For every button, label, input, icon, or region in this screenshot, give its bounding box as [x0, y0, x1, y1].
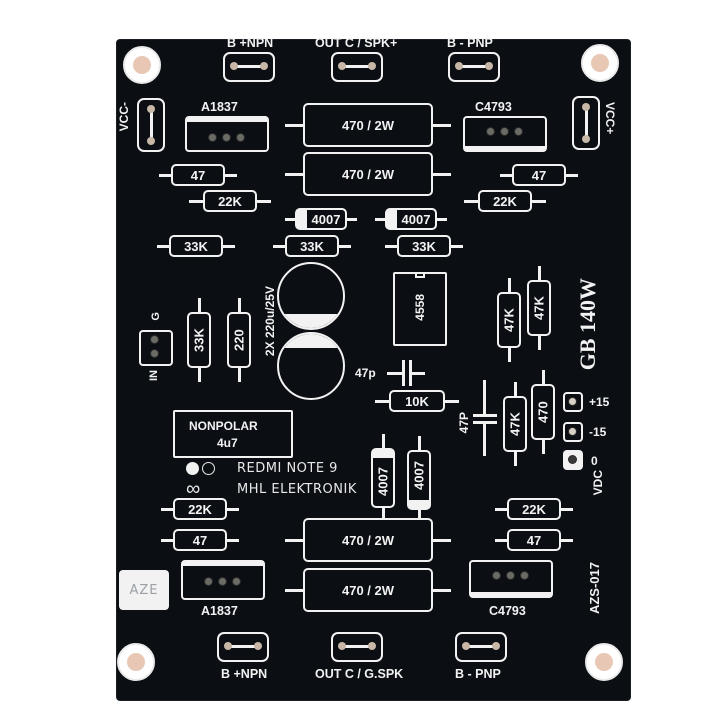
- power-resistor-bottom-1: 470 / 2W: [303, 518, 433, 562]
- nonpolar-label-2: 4u7: [217, 436, 238, 450]
- transistor-a1837-top: [185, 116, 269, 152]
- header-label-vdc: VDC: [591, 470, 605, 496]
- top-connector-label-out: OUT C / SPK+: [315, 36, 398, 50]
- electrolytic-cap-1: [277, 262, 345, 330]
- transistor-label-a1837-top: A1837: [201, 100, 238, 114]
- bottom-connector-label-out: OUT C / G.SPK: [315, 667, 404, 681]
- cap-47p-a-label: 47p: [355, 366, 376, 380]
- watermark-infinity-icon: ∞: [186, 478, 201, 500]
- mounting-hole-bottom-right: [585, 643, 623, 681]
- power-resistor-top-1: 470 / 2W: [303, 103, 433, 147]
- mounting-hole-bottom-left: [117, 643, 155, 681]
- nonpolar-capacitor: [173, 410, 293, 458]
- cap-47p-a: [387, 360, 427, 386]
- resistor-22k-bottom-right: 22K: [507, 498, 561, 520]
- header-label-plus15: +15: [589, 395, 610, 409]
- bottom-connector-label-b-pnp: B - PNP: [455, 667, 501, 681]
- resistor-33k-right: 33K: [397, 235, 451, 257]
- header-label-zero: 0: [591, 454, 598, 468]
- bottom-jumper-b-pnp[interactable]: [455, 632, 507, 662]
- input-label-g: G: [150, 312, 162, 321]
- top-jumper-b-pnp[interactable]: [448, 52, 500, 82]
- resistor-47k-b: 47K: [527, 280, 551, 336]
- vcc-minus-jumper[interactable]: [137, 98, 165, 152]
- diode-4007-vertical-1: 4007: [371, 448, 395, 508]
- transistor-c4793-top: [463, 116, 547, 152]
- resistor-47-top-left: 47: [171, 164, 225, 186]
- ic-4558: [393, 272, 447, 346]
- resistor-22k-bottom-left: 22K: [173, 498, 227, 520]
- resistor-220: 220: [227, 312, 251, 368]
- electrolytic-cap-label: 2X 220u/25V: [263, 286, 277, 357]
- resistor-33k-input: 33K: [187, 312, 211, 368]
- aze-logo: AZE: [119, 570, 169, 610]
- transistor-label-c4793-bottom: C4793: [489, 604, 526, 618]
- input-label-in: IN: [148, 370, 160, 381]
- mounting-hole-top-right: [581, 44, 619, 82]
- top-connector-label-b-pnp: B - PNP: [447, 36, 493, 50]
- transistor-a1837-bottom: [181, 560, 265, 600]
- resistor-47k-a: 47K: [497, 292, 521, 348]
- power-resistor-bottom-2: 470 / 2W: [303, 568, 433, 612]
- watermark-camera-icon: [186, 462, 220, 478]
- watermark-line-1: REDMI NOTE 9: [237, 461, 338, 476]
- transistor-c4793-bottom: [469, 560, 553, 598]
- pcb-board: B +NPN OUT C / SPK+ B - PNP VCC- VCC+ A1…: [117, 36, 630, 700]
- header-pin-minus15[interactable]: [563, 422, 583, 442]
- resistor-10k: 10K: [389, 390, 445, 412]
- input-connector[interactable]: [139, 330, 173, 366]
- top-jumper-b-npn[interactable]: [223, 52, 275, 82]
- resistor-33k-left: 33K: [169, 235, 223, 257]
- header-label-minus15: -15: [589, 425, 607, 439]
- resistor-47k-c: 47K: [503, 396, 527, 452]
- transistor-label-a1837-bottom: A1837: [201, 604, 238, 618]
- diode-4007-top-right: 4007: [385, 208, 437, 230]
- resistor-47-bottom-left: 47: [173, 529, 227, 551]
- vcc-plus-jumper[interactable]: [572, 96, 600, 150]
- resistor-22k-top-left: 22K: [203, 190, 257, 212]
- transistor-label-c4793-top: C4793: [475, 100, 512, 114]
- top-jumper-out[interactable]: [331, 52, 383, 82]
- board-model: AZS-017: [587, 562, 602, 615]
- resistor-470: 470: [531, 384, 555, 440]
- resistor-33k-mid: 33K: [285, 235, 339, 257]
- vcc-minus-label: VCC-: [117, 102, 131, 132]
- resistor-47-bottom-right: 47: [507, 529, 561, 551]
- cap-47p-b: [473, 380, 499, 456]
- vcc-plus-label: VCC+: [603, 102, 617, 135]
- cap-47p-b-label: 47P: [457, 412, 471, 434]
- header-pin-plus15[interactable]: [563, 392, 583, 412]
- power-resistor-top-2: 470 / 2W: [303, 152, 433, 196]
- watermark-line-2: MHL ELEKTRONIK: [237, 482, 357, 497]
- bottom-jumper-out[interactable]: [331, 632, 383, 662]
- resistor-47-top-right: 47: [512, 164, 566, 186]
- diode-4007-top-left: 4007: [295, 208, 347, 230]
- header-pin-zero[interactable]: [563, 450, 583, 470]
- diode-4007-vertical-2: 4007: [407, 450, 431, 510]
- board-title: GB 140W: [575, 278, 600, 371]
- resistor-22k-top-right: 22K: [478, 190, 532, 212]
- ic-label: 4558: [413, 294, 427, 321]
- bottom-connector-label-b-npn: B +NPN: [221, 667, 268, 681]
- mounting-hole-top-left: [123, 46, 161, 84]
- nonpolar-label-1: NONPOLAR: [189, 419, 258, 433]
- electrolytic-cap-2: [277, 332, 345, 400]
- bottom-jumper-b-npn[interactable]: [217, 632, 269, 662]
- top-connector-label-b-npn: B +NPN: [227, 36, 274, 50]
- aze-logo-text: AZE: [129, 582, 159, 598]
